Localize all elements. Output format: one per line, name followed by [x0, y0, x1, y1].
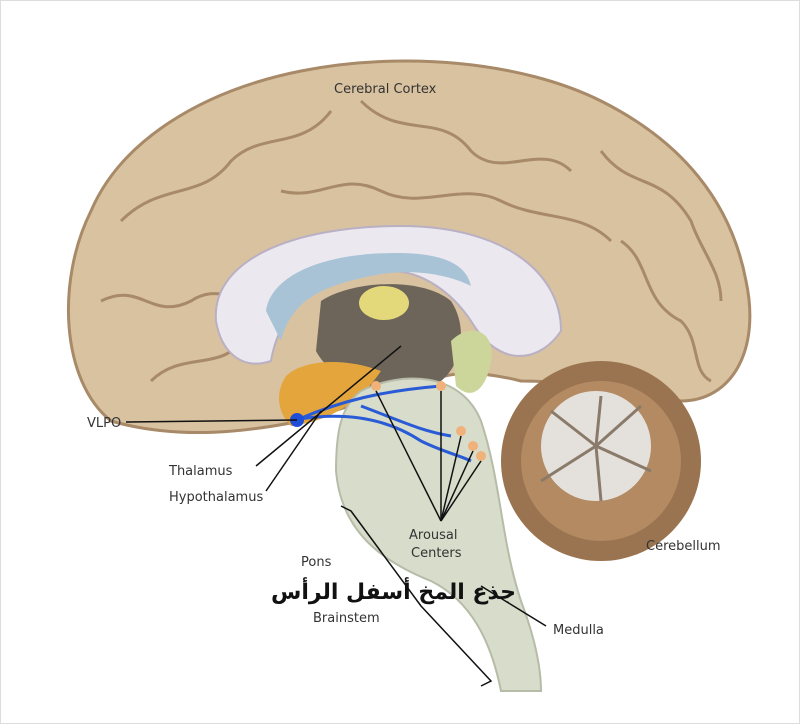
arabic-caption: جذع المخ أسفل الرأس	[271, 576, 516, 605]
arousal-center-dots	[371, 381, 486, 461]
thalamus-leader	[255, 345, 402, 467]
label-centers: Centers	[411, 546, 462, 561]
brainstem-bracket	[340, 505, 493, 687]
label-brainstem: Brainstem	[313, 611, 380, 626]
label-cerebral-cortex: Cerebral Cortex	[334, 82, 437, 97]
pineal-highlight	[359, 286, 409, 320]
hypothalamus-leader	[265, 410, 322, 492]
label-pons: Pons	[301, 555, 332, 570]
lateral-ventricle	[266, 253, 471, 341]
vlpo-leader	[125, 419, 298, 423]
brainstem	[334, 377, 543, 692]
arousal-leaders	[375, 390, 482, 522]
label-medulla: Medulla	[553, 623, 604, 638]
pineal-gland	[451, 330, 492, 393]
label-vlpo: VLPO	[87, 416, 121, 431]
label-arousal: Arousal	[409, 528, 458, 543]
label-thalamus: Thalamus	[168, 464, 233, 479]
arbor-vitae-branches	[540, 395, 652, 502]
medulla-leader	[480, 585, 547, 627]
hypothalamus-region	[279, 361, 381, 426]
label-cerebellum: Cerebellum	[646, 539, 721, 554]
label-hypothalamus: Hypothalamus	[169, 490, 263, 505]
